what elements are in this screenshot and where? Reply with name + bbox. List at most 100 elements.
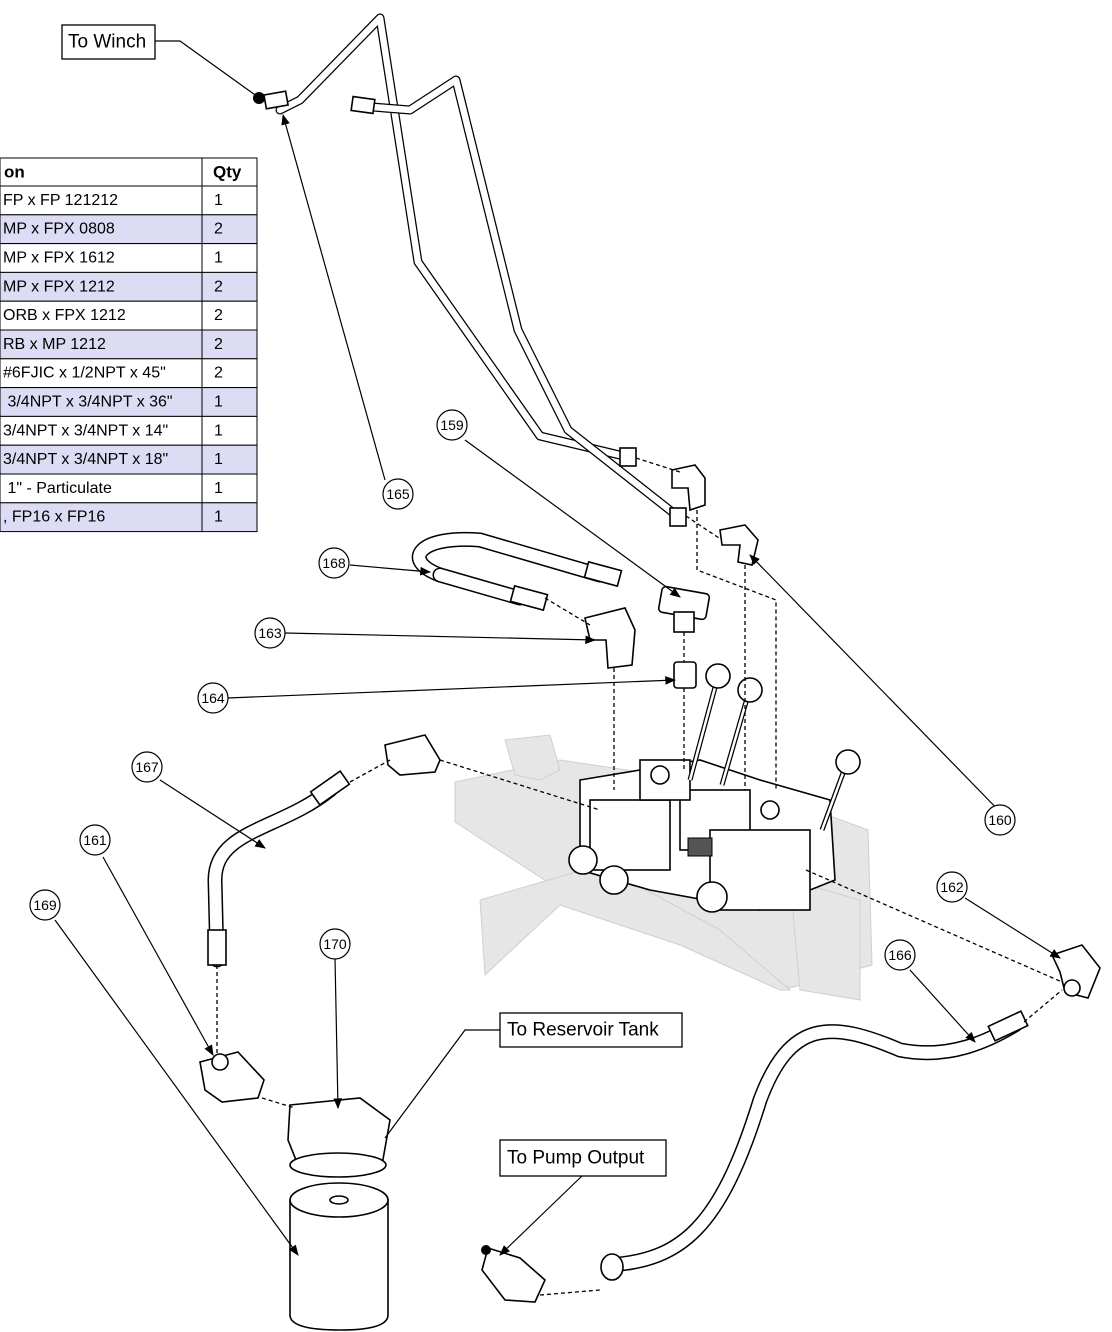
table-cell-description-bg — [0, 300, 203, 331]
table-cell-qty: 1 — [214, 480, 223, 497]
svg-text:165: 165 — [386, 486, 410, 502]
table-cell-qty: 1 — [214, 422, 223, 439]
table-cell-qty-bg — [201, 473, 258, 504]
adapter-164 — [673, 661, 697, 689]
svg-text:To Reservoir Tank: To Reservoir Tank — [507, 1020, 659, 1041]
table-cell-description: 3/4NPT x 3/4NPT x 18" — [3, 451, 168, 468]
table-cell-description: RB x MP 1212 — [3, 336, 106, 353]
tee-fitting-upper-left — [384, 734, 441, 776]
table-cell-description-bg — [0, 387, 203, 417]
table-row: 3/4NPT x 3/4NPT x 18"1 — [0, 444, 258, 475]
table-cell-qty-bg — [201, 185, 258, 216]
table-cell-description-bg — [0, 415, 203, 446]
svg-text:164: 164 — [201, 690, 225, 706]
hose-167 — [207, 770, 351, 968]
table-header-description-cell — [0, 157, 203, 187]
hose-168 — [411, 531, 623, 612]
table-cell-qty: 2 — [214, 336, 223, 353]
svg-text:166: 166 — [888, 947, 912, 963]
svg-text:To Pump Output: To Pump Output — [507, 1148, 645, 1169]
table-cell-description-bg — [0, 185, 203, 216]
svg-text:161: 161 — [83, 832, 107, 848]
table-cell-description-bg — [0, 271, 203, 302]
control-valve-bank — [568, 663, 861, 913]
callout-165: 165 — [382, 478, 414, 510]
svg-text:170: 170 — [323, 936, 347, 952]
table-cell-qty: 1 — [214, 250, 223, 267]
table-header-description: on — [4, 163, 25, 182]
table-cell-qty-bg — [201, 243, 258, 273]
callout-162: 162 — [936, 871, 968, 903]
callout-163: 163 — [254, 617, 286, 649]
table-cell-qty-bg — [201, 358, 258, 389]
table-cell-qty: 1 — [214, 509, 223, 526]
table-row: ORB x FPX 1212 2 — [0, 300, 258, 331]
table-cell-description: 3/4NPT x 3/4NPT x 36" — [3, 394, 173, 411]
table-cell-description: MP x FPX 1212 — [3, 278, 115, 295]
table-cell-qty-bg — [201, 387, 258, 417]
table-cell-qty-bg — [201, 300, 258, 331]
table-cell-description: 1" - Particulate — [3, 480, 112, 497]
hose-166 — [600, 1010, 1029, 1281]
table-cell-description: MP x FPX 1612 — [3, 250, 115, 267]
label-to-winch: To Winch — [61, 24, 156, 60]
callout-159: 159 — [436, 409, 468, 441]
label-to-pump-output: To Pump Output — [499, 1139, 667, 1177]
callout-161: 161 — [79, 824, 111, 856]
svg-text:162: 162 — [940, 879, 964, 895]
table-cell-qty-bg — [201, 214, 258, 245]
table-cell-description: ORB x FPX 1212 — [3, 307, 126, 324]
callout-170: 170 — [319, 928, 351, 960]
label-to-reservoir-tank: To Reservoir Tank — [499, 1012, 683, 1048]
elbow-fittings-160 — [671, 464, 759, 566]
table-cell-qty-bg — [201, 502, 258, 533]
filter-head-170 — [287, 1097, 391, 1178]
filter-element-169 — [289, 1182, 389, 1331]
table-cell-qty-bg — [201, 329, 258, 360]
winch-tube-lines — [253, 13, 687, 527]
table-cell-qty: 2 — [214, 278, 223, 295]
table-row: 3/4NPT x 3/4NPT x 14"1 — [0, 415, 258, 446]
table-cell-qty: 2 — [214, 365, 223, 382]
svg-text:168: 168 — [322, 555, 346, 571]
table-cell-description: , FP16 x FP16 — [3, 509, 105, 526]
table-header-qty: Qty — [213, 163, 242, 182]
table-row: MP x FPX 1212 2 — [0, 271, 258, 302]
elbow-163 — [584, 607, 636, 669]
table-cell-qty: 2 — [214, 221, 223, 238]
callout-160: 160 — [984, 804, 1016, 836]
table-cell-description-bg — [0, 502, 203, 533]
table-cell-qty: 1 — [214, 192, 223, 209]
table-row: #6FJIC x 1/2NPT x 45" 2 — [0, 358, 258, 389]
callout-168: 168 — [318, 547, 350, 579]
svg-text:To Winch: To Winch — [68, 32, 146, 53]
table-cell-qty-bg — [201, 444, 258, 475]
table-cell-qty-bg — [201, 415, 258, 446]
callout-167: 167 — [131, 751, 163, 783]
callout-164: 164 — [197, 682, 229, 714]
leader-lines — [54, 40, 1061, 1256]
tee-fitting-159 — [657, 585, 711, 633]
svg-text:159: 159 — [440, 417, 464, 433]
table-cell-description-bg — [0, 214, 203, 245]
table-cell-description-bg — [0, 329, 203, 360]
table-cell-description: #6FJIC x 1/2NPT x 45" — [3, 365, 166, 382]
table-row: , FP16 x FP16 1 — [0, 502, 258, 533]
table-row: 3/4NPT x 3/4NPT x 36" 1 — [0, 387, 258, 417]
table-cell-description-bg — [0, 358, 203, 389]
dashed-connection-lines — [216, 457, 1063, 1296]
svg-text:169: 169 — [33, 897, 57, 913]
table-cell-qty-bg — [201, 271, 258, 302]
pump-output-adapter — [481, 1245, 546, 1303]
table-row: 1" - Particulate 1 — [0, 473, 258, 504]
callout-169: 169 — [29, 889, 61, 921]
elbow-161 — [199, 1051, 265, 1103]
table-cell-qty: 1 — [214, 394, 223, 411]
table-row: MP x FPX 1612 1 — [0, 243, 258, 273]
svg-text:160: 160 — [988, 812, 1012, 828]
table-cell-qty: 2 — [214, 307, 223, 324]
